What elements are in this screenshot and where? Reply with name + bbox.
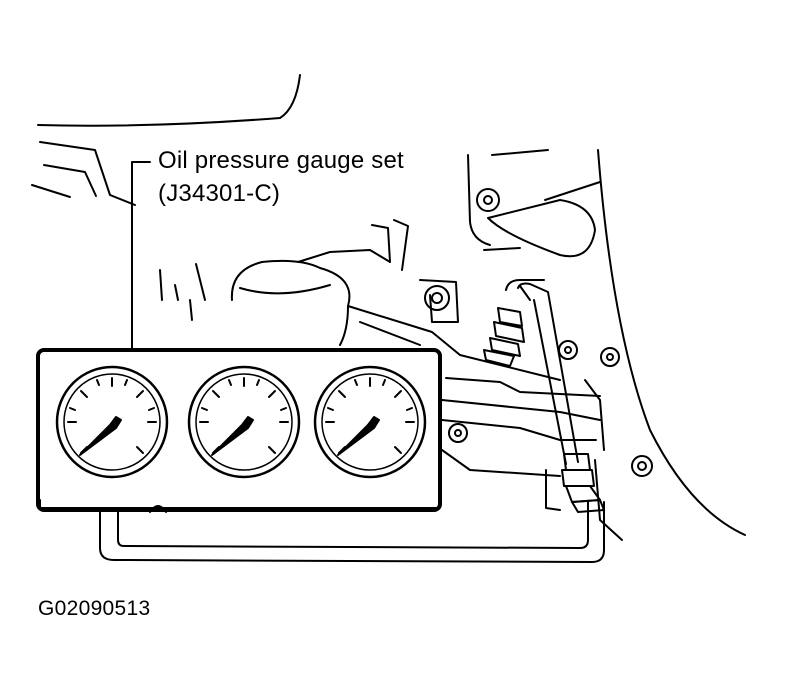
gauge-center <box>187 365 301 479</box>
gauge-left <box>55 365 169 479</box>
pipe-upper-fitting <box>483 307 525 367</box>
bolt-heads <box>424 188 653 477</box>
callout-tool-name: Oil pressure gauge set <box>158 147 404 174</box>
pressure-test-pipe <box>505 279 579 465</box>
callout-leader-line <box>131 161 151 349</box>
pressure-hose <box>99 501 605 563</box>
figure-id: G02090513 <box>38 597 151 620</box>
callout-part-number: (J34301-C) <box>158 180 281 207</box>
transmission-housing-outline <box>467 149 746 536</box>
gauge-panel <box>36 348 442 512</box>
pipe-lower-fitting <box>561 453 605 513</box>
valve-body-outline <box>159 219 623 541</box>
engine-upper-outline <box>31 74 301 206</box>
gauge-right <box>313 365 427 479</box>
